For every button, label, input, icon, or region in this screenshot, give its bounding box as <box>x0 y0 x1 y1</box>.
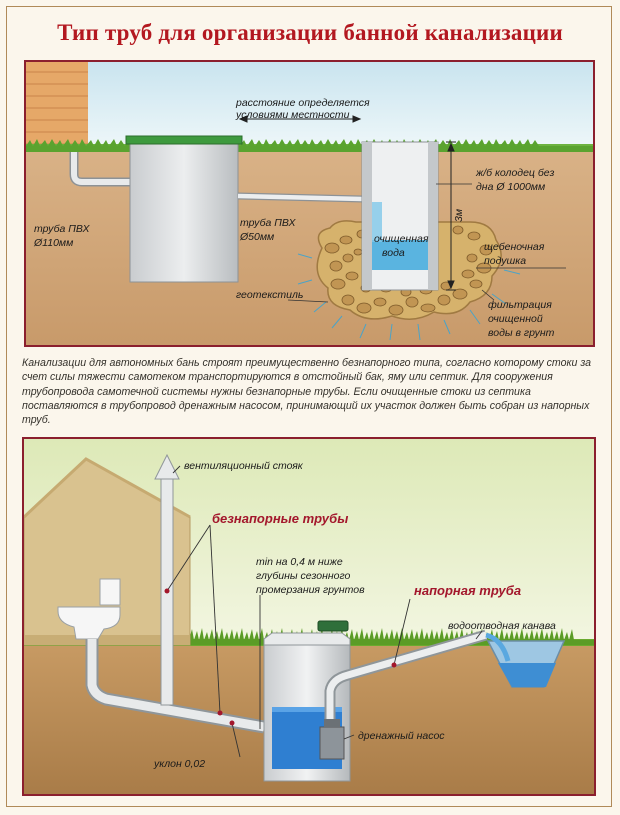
gravel-label-1: щебеночная <box>484 241 545 253</box>
filtration-label-2: очищенной <box>488 313 543 325</box>
min-depth-label-3: промерзания грунтов <box>256 584 365 596</box>
min-depth-label-1: min на 0,4 м ниже <box>256 556 343 568</box>
sky <box>26 62 593 148</box>
house <box>24 457 191 646</box>
toilet <box>57 578 121 640</box>
pipe110-label-1: труба ПВХ <box>34 223 91 235</box>
drain-pump <box>319 719 345 760</box>
gravel-label-2: подушка <box>484 255 526 267</box>
pipe-pvc-110 <box>69 152 130 187</box>
septic-tank <box>125 135 243 283</box>
depth-dimension <box>446 141 456 291</box>
concrete-well <box>361 141 439 291</box>
ditch-label: водоотводная канава <box>448 620 556 632</box>
leader-lines <box>166 465 483 758</box>
bath-sewage-svg: вентиляционный стояк безнапорные трубы m… <box>24 439 594 794</box>
distance-label-2: условиями местности <box>235 109 350 121</box>
well-label-2: дна Ø 1000мм <box>476 181 545 193</box>
leader-dots <box>164 588 397 726</box>
house-wall <box>26 62 88 148</box>
vent-stack-label: вентиляционный стояк <box>184 460 304 472</box>
slope-label: уклон 0,02 <box>153 758 205 770</box>
pressure-pipe-label: напорная труба <box>414 583 521 598</box>
gravity-pipes-label: безнапорные трубы <box>212 511 348 526</box>
drainage-ditch <box>485 632 566 688</box>
pressure-pipe <box>324 629 488 719</box>
gravity-pipe <box>85 639 266 734</box>
bath-sewage-diagram: вентиляционный стояк безнапорные трубы m… <box>22 437 596 796</box>
distance-arrow <box>238 115 362 123</box>
clean-water-label-1: очищенная <box>374 233 429 245</box>
filtration-label-1: фильтрация <box>488 299 552 311</box>
well-label-1: ж/б колодец без <box>475 167 554 179</box>
pipe50-label-2: Ø50мм <box>239 231 274 243</box>
pump-label: дренажный насос <box>358 730 445 742</box>
leader-lines <box>287 183 566 303</box>
page-frame <box>6 6 612 807</box>
pipe-pvc-50 <box>237 192 363 203</box>
septic-well-svg: расстояние определяется условиями местно… <box>26 62 593 345</box>
clean-water <box>372 240 428 270</box>
pipe50-label-1: труба ПВХ <box>240 217 297 229</box>
geotextile-label: геотекстиль <box>236 289 303 301</box>
depth-label: 3м <box>453 209 465 222</box>
filtration-label-3: воды в грунт <box>488 327 555 339</box>
septic-well-diagram: расстояние определяется условиями местно… <box>24 60 595 347</box>
filtration-rays <box>297 253 521 341</box>
clean-water-label-2: вода <box>382 247 405 259</box>
distance-label-1: расстояние определяется <box>235 97 370 109</box>
description-text: Канализации для автономных бань строят п… <box>22 357 592 427</box>
pipe110-label-2: Ø110мм <box>33 237 73 249</box>
page-title: Тип труб для организации банной канализа… <box>57 20 563 45</box>
min-depth-label-2: глубины сезонного <box>256 570 351 582</box>
